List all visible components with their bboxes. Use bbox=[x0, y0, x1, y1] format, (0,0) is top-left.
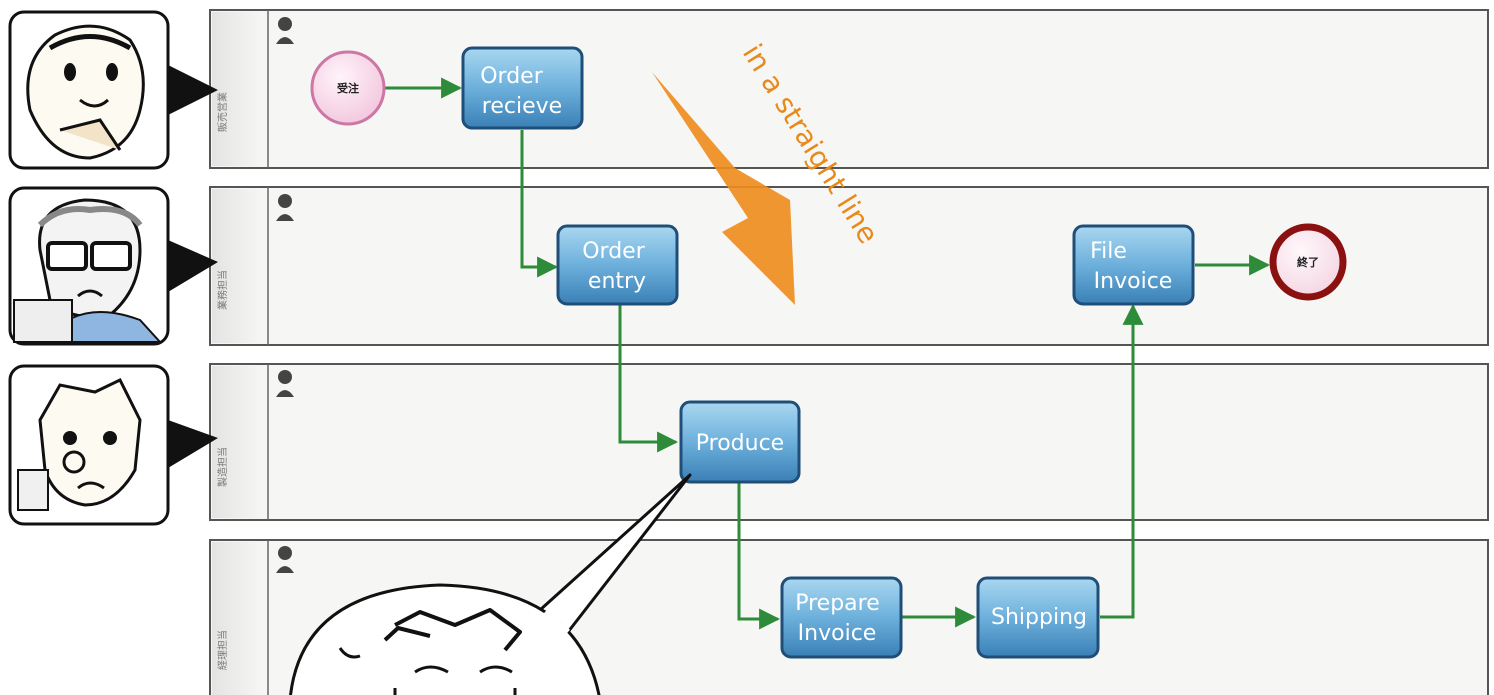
lane-person-icon bbox=[276, 546, 294, 573]
lane-label-manufacturing: 製造担当 bbox=[216, 447, 229, 487]
lane-person-icon bbox=[276, 17, 294, 44]
start-event-label: 受注 bbox=[337, 81, 359, 95]
svg-text:Order recieve: Order recieve bbox=[480, 64, 562, 119]
svg-text:Shipping: Shipping bbox=[991, 605, 1087, 630]
character-panel-manufacturing bbox=[8, 364, 218, 526]
task-order-recieve-line2: recieve bbox=[482, 94, 562, 119]
task-prepare-invoice-line2: Invoice bbox=[798, 621, 877, 646]
character-panel-sales bbox=[8, 10, 218, 170]
lane-label-operations: 業務担当 bbox=[216, 270, 229, 310]
task-prepare-invoice-line1: Prepare bbox=[795, 591, 880, 616]
svg-text:File Invoice: File Invoice bbox=[1090, 239, 1172, 294]
flow-connectors bbox=[385, 77, 1271, 630]
task-file-invoice[interactable]: File Invoice bbox=[1072, 224, 1195, 306]
task-file-invoice-line2: Invoice bbox=[1094, 269, 1173, 294]
flow-order-entry-to-produce bbox=[618, 305, 679, 453]
task-produce[interactable]: Produce bbox=[679, 400, 801, 484]
lane-label-accounting: 経理担当 bbox=[216, 630, 229, 670]
task-shipping[interactable]: Shipping bbox=[976, 576, 1100, 659]
flow-shipping-to-file-invoice bbox=[1100, 303, 1144, 619]
task-order-recieve[interactable]: Order recieve bbox=[461, 46, 584, 130]
task-order-entry[interactable]: Order entry bbox=[556, 224, 679, 306]
task-file-invoice-line1: File bbox=[1090, 239, 1127, 264]
task-produce-line1: Produce bbox=[696, 431, 784, 456]
character-panel-operations bbox=[8, 186, 218, 346]
svg-text:Prepare Invoice: Prepare Invoice bbox=[795, 591, 887, 646]
svg-text:Order entry: Order entry bbox=[582, 239, 652, 294]
end-event-label: 終了 bbox=[1297, 255, 1319, 269]
task-order-entry-line1: Order bbox=[582, 239, 645, 264]
task-prepare-invoice[interactable]: Prepare Invoice bbox=[780, 576, 903, 659]
orange-arrow-shape bbox=[652, 72, 795, 305]
flow-order-recieve-to-order-entry bbox=[520, 130, 559, 278]
lane-manufacturing: 製造担当 bbox=[209, 363, 1489, 521]
lane-person-icon bbox=[276, 194, 294, 221]
task-order-recieve-line1: Order bbox=[480, 64, 543, 89]
task-order-entry-line2: entry bbox=[588, 269, 646, 294]
lane-label-sales: 販売営業 bbox=[216, 92, 229, 132]
flow-produce-to-prepare-invoice bbox=[737, 482, 781, 630]
end-event: 終了 bbox=[1269, 223, 1347, 301]
speech-bubble-character bbox=[289, 473, 692, 695]
task-shipping-line1: Shipping bbox=[991, 605, 1087, 630]
svg-text:Produce: Produce bbox=[696, 431, 784, 456]
lane-person-icon bbox=[276, 370, 294, 397]
start-event: 受注 bbox=[310, 50, 386, 126]
